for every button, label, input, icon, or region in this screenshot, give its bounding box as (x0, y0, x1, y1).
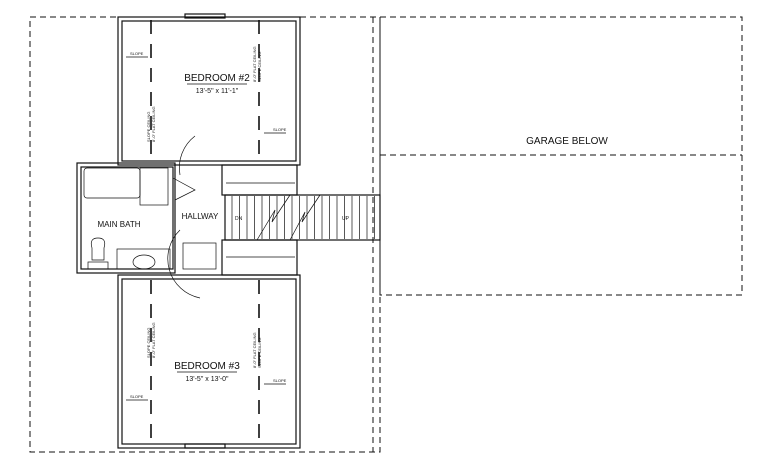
staircase (224, 194, 381, 241)
door (172, 177, 196, 201)
flat-ceiling-note: 8'-0" FLAT CEILING (252, 46, 257, 82)
bedroom-3-label: BEDROOM #3 (174, 361, 240, 372)
sink (132, 254, 156, 270)
slope-note: SLOPE (130, 51, 144, 56)
main-bath-walls (76, 162, 176, 274)
hallway-label: HALLWAY (182, 212, 219, 221)
garage-outline (379, 16, 743, 296)
toilet (90, 237, 106, 261)
stairs-up-label: UP (342, 216, 350, 222)
slope-ceiling-note: SLOPE CEILING (257, 338, 262, 368)
slope-ceiling-note: SLOPE CEILING (146, 328, 151, 358)
slope-note: SLOPE (130, 394, 144, 399)
slope-ceiling-note: SLOPE CEILING (257, 52, 262, 82)
shower-panel (139, 167, 169, 206)
garage-label: GARAGE BELOW (526, 136, 608, 147)
door-swing (179, 135, 196, 176)
bedroom-2-size: 13'-5" x 11'-1" (196, 88, 239, 95)
bathtub (83, 167, 141, 199)
flat-ceiling-note: 8'-0" FLAT CEILING (151, 322, 156, 358)
bedroom-2-walls (117, 13, 301, 166)
slope-ceiling-note: SLOPE CEILING (146, 112, 151, 142)
door-swing (167, 229, 201, 299)
bedroom-2-label: BEDROOM #2 (184, 73, 250, 84)
slope-note: SLOPE (273, 378, 287, 383)
stairs-down-label: DN (235, 216, 243, 222)
flat-ceiling-note: 8'-0" FLAT CEILING (252, 332, 257, 368)
flat-ceiling-note: 8'-0" FLAT CEILING (151, 106, 156, 142)
slope-note: SLOPE (273, 127, 287, 132)
bedroom-3-size: 13'-5" x 13'-0" (185, 376, 229, 383)
closets (221, 164, 298, 276)
main-bath-label: MAIN BATH (98, 220, 141, 229)
linen-closet (182, 242, 217, 270)
vanity (116, 248, 171, 270)
bedroom-3-walls (117, 274, 301, 449)
